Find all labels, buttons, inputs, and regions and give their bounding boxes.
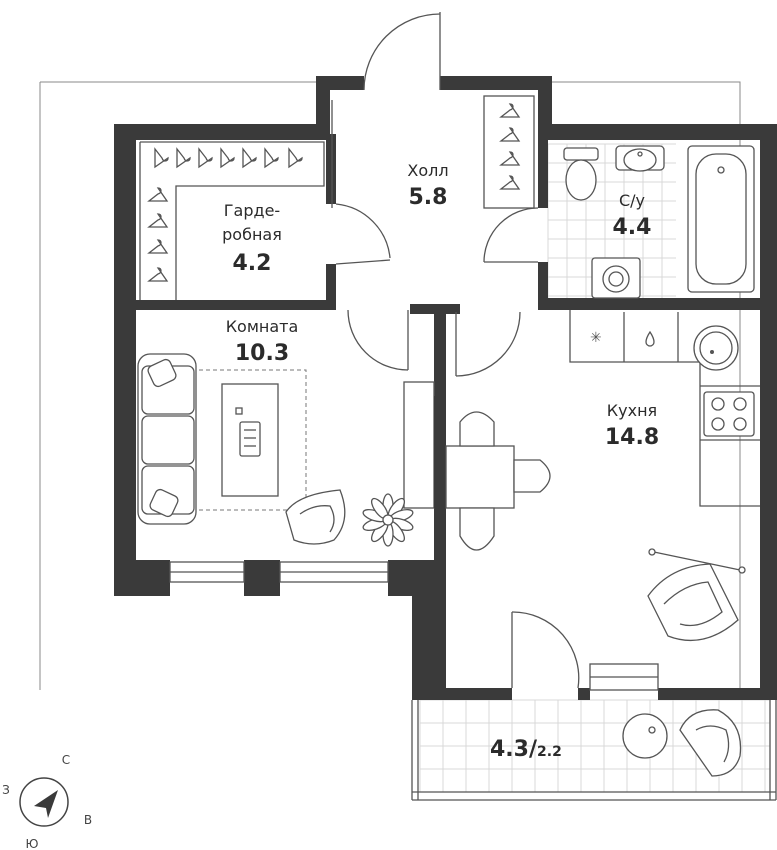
site-outline bbox=[39, 81, 741, 690]
room-name: Комната bbox=[226, 317, 299, 336]
kitchen-area: 14.8 bbox=[605, 425, 659, 450]
wardrobe-name-line1: Гарде- bbox=[224, 201, 280, 220]
compass-south: Ю bbox=[26, 837, 39, 850]
hanger-icon bbox=[288, 147, 303, 169]
hanger-icon bbox=[147, 267, 169, 282]
hanger-icon bbox=[176, 147, 191, 169]
balcony-furniture bbox=[622, 709, 742, 777]
compass-west: З bbox=[2, 783, 10, 797]
wardrobe-area: 4.2 bbox=[233, 251, 272, 276]
kitchen-name: Кухня bbox=[607, 401, 657, 420]
hanger-icon bbox=[499, 175, 521, 190]
balcony-area-label: 4.3/2.2 bbox=[490, 737, 562, 762]
hanger-icon bbox=[499, 127, 521, 142]
hall-area: 5.8 bbox=[409, 185, 448, 210]
hall-name: Холл bbox=[407, 161, 448, 180]
hanger-icon bbox=[147, 213, 169, 228]
compass-arrow-icon bbox=[34, 790, 58, 818]
compass-north: С bbox=[62, 753, 70, 767]
hanger-icon bbox=[499, 103, 521, 118]
hanger-icon bbox=[242, 147, 257, 169]
freezer-icon: ✳ bbox=[590, 330, 602, 346]
kitchen-furniture: ✳ bbox=[445, 310, 760, 642]
bathroom-fixtures bbox=[563, 145, 755, 299]
wardrobe-name-line2: робная bbox=[222, 225, 282, 244]
hanger-icon bbox=[220, 147, 235, 169]
hanger-icon bbox=[499, 151, 521, 166]
room-furniture bbox=[137, 353, 440, 547]
windows bbox=[169, 561, 777, 801]
balcony-area-secondary: 2.2 bbox=[537, 744, 562, 760]
hanger-icon bbox=[154, 147, 169, 169]
wardrobe-shelves bbox=[139, 141, 325, 300]
balcony-area-main: 4.3/ bbox=[490, 737, 538, 762]
hall-wardrobe bbox=[483, 95, 535, 209]
bathroom-name: С/у bbox=[619, 191, 645, 210]
bathroom-area: 4.4 bbox=[613, 215, 652, 240]
compass-east: В bbox=[84, 813, 92, 827]
compass: С З В Ю bbox=[2, 753, 92, 850]
room-area: 10.3 bbox=[235, 341, 289, 366]
doors bbox=[335, 12, 580, 689]
room-labels: Холл 5.8 Гарде- робная 4.2 С/у 4.4 Комна… bbox=[222, 161, 659, 762]
hanger-icon bbox=[198, 147, 213, 169]
hanger-icon bbox=[147, 187, 169, 202]
hanger-icon bbox=[147, 239, 169, 254]
potted-plant bbox=[362, 493, 414, 547]
hanger-icon bbox=[264, 147, 279, 169]
walls bbox=[114, 76, 777, 700]
